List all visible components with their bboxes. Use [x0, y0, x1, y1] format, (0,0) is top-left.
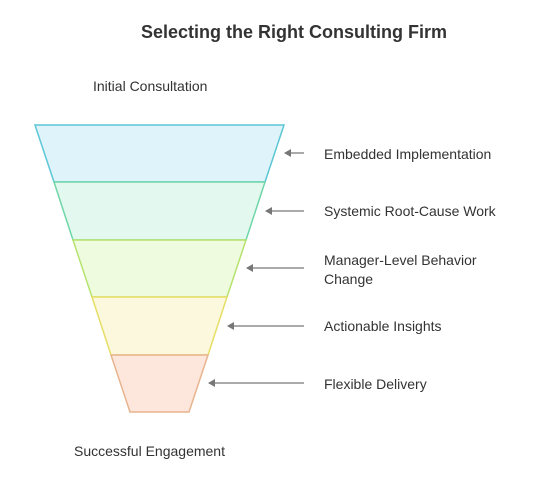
arrow-stage-3 — [246, 264, 304, 272]
funnel-stage-5 — [109, 354, 210, 413]
funnel-stage-3 — [71, 239, 248, 298]
arrow-stage-2 — [265, 207, 304, 215]
stage-label-5: Flexible Delivery — [324, 376, 427, 392]
funnel-stage-1 — [33, 124, 286, 183]
funnel-stage-2 — [52, 181, 267, 241]
funnel-top-label: Initial Consultation — [93, 78, 208, 94]
arrow-stage-4 — [227, 322, 304, 330]
funnel-stage-4 — [90, 296, 229, 356]
arrow-head-icon — [284, 149, 291, 157]
arrow-head-icon — [265, 207, 272, 215]
arrow-head-icon — [208, 379, 215, 387]
diagram-title: Selecting the Right Consulting Firm — [141, 22, 447, 42]
funnel-bottom-label: Successful Engagement — [74, 443, 225, 459]
stage-label-4: Actionable Insights — [324, 318, 442, 334]
arrow-stage-1 — [284, 149, 304, 157]
stage-label-2: Systemic Root-Cause Work — [324, 203, 496, 219]
stage-label-1: Embedded Implementation — [324, 146, 492, 162]
arrow-head-icon — [227, 322, 234, 330]
arrow-head-icon — [246, 264, 253, 272]
stage-label-3: Manager-Level Behavior Change — [324, 252, 477, 287]
arrow-stage-5 — [208, 379, 304, 387]
